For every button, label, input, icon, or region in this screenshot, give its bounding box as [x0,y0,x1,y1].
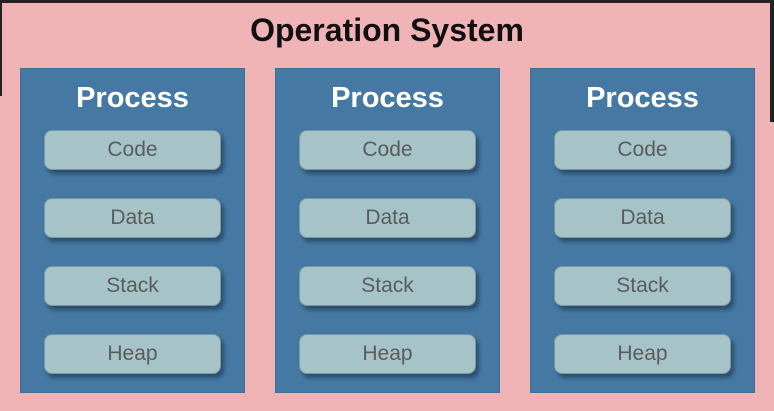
segment-data: Data [44,198,221,238]
segment-code: Code [554,130,731,170]
segment-heap: Heap [44,334,221,374]
segment-stack: Stack [44,266,221,306]
segment-heap: Heap [554,334,731,374]
segment-code: Code [44,130,221,170]
segment-data: Data [299,198,476,238]
frame-edge-left [0,0,2,96]
segment-stack: Stack [554,266,731,306]
process-label: Process [76,82,189,114]
segment-list: Code Data Stack Heap [530,130,755,374]
segment-heap: Heap [299,334,476,374]
process-label: Process [331,82,444,114]
segment-stack: Stack [299,266,476,306]
segment-list: Code Data Stack Heap [20,130,245,374]
segment-list: Code Data Stack Heap [275,130,500,374]
diagram-title: Operation System [250,12,524,48]
process-box-1: Process Code Data Stack Heap [20,68,245,393]
process-label: Process [586,82,699,114]
process-box-2: Process Code Data Stack Heap [275,68,500,393]
process-row: Process Code Data Stack Heap Process Cod… [20,68,755,393]
process-box-3: Process Code Data Stack Heap [530,68,755,393]
segment-code: Code [299,130,476,170]
frame-edge-right [770,0,774,122]
segment-data: Data [554,198,731,238]
frame-edge-top [0,0,774,3]
